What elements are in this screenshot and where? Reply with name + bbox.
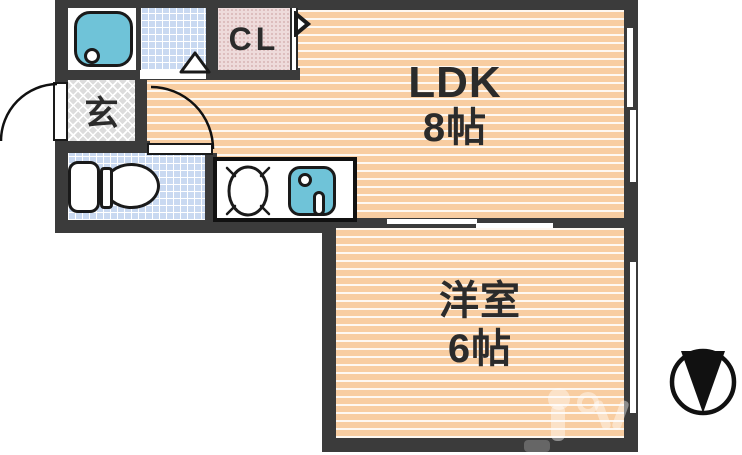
toilet-seat-icon	[100, 167, 113, 209]
watermark-shape	[548, 388, 570, 410]
entrance-label: 玄	[84, 95, 119, 133]
sink-faucet-icon	[313, 191, 325, 216]
western-room-label-block: 洋室 6帖	[390, 280, 570, 371]
ldk-size: 8帖	[422, 105, 488, 150]
sink-icon	[288, 166, 336, 216]
ldk-window-upper	[627, 28, 633, 107]
wall-bath-washroom	[136, 6, 141, 70]
hall-door-leaf	[147, 143, 213, 155]
wall-bottom	[322, 438, 638, 452]
wall-western-left	[322, 218, 336, 452]
wall-kitchen-bottom	[55, 220, 336, 233]
western-room-size: 6帖	[447, 327, 513, 372]
washroom-door-opening	[140, 70, 206, 79]
western-room-floor	[336, 228, 624, 438]
sliding-door-panel-left	[387, 219, 477, 224]
watermark-shape	[524, 440, 550, 452]
wall-top	[55, 0, 638, 10]
stove-icon	[225, 165, 271, 217]
ldk-window-lower	[630, 110, 636, 182]
sink-drain-icon	[298, 173, 312, 187]
sliding-door-panel-right	[476, 223, 553, 228]
ldk-label-block: LDK 8帖	[355, 58, 555, 150]
western-room-window	[630, 262, 636, 413]
toilet-tank-icon	[68, 161, 100, 213]
wall-entrance-right	[135, 72, 147, 155]
folding-door-icon	[179, 51, 211, 74]
closet-room: CL	[218, 8, 290, 70]
wall-entrance-toilet	[55, 141, 150, 153]
watermark-shape	[551, 405, 565, 441]
entrance-door-leaf	[53, 82, 68, 141]
wall-washroom-closet	[206, 6, 218, 70]
bathtub-drain-icon	[84, 48, 100, 64]
closet-door	[290, 8, 298, 70]
bathtub-icon	[74, 11, 133, 67]
entrance-room: 玄	[68, 80, 135, 141]
watermark-shape	[577, 392, 599, 414]
closet-door-arrow-icon	[294, 11, 311, 37]
western-room-name: 洋室	[439, 279, 521, 323]
closet-label: CL	[228, 20, 280, 57]
ldk-name: LDK	[408, 58, 502, 107]
compass-icon	[669, 348, 737, 416]
